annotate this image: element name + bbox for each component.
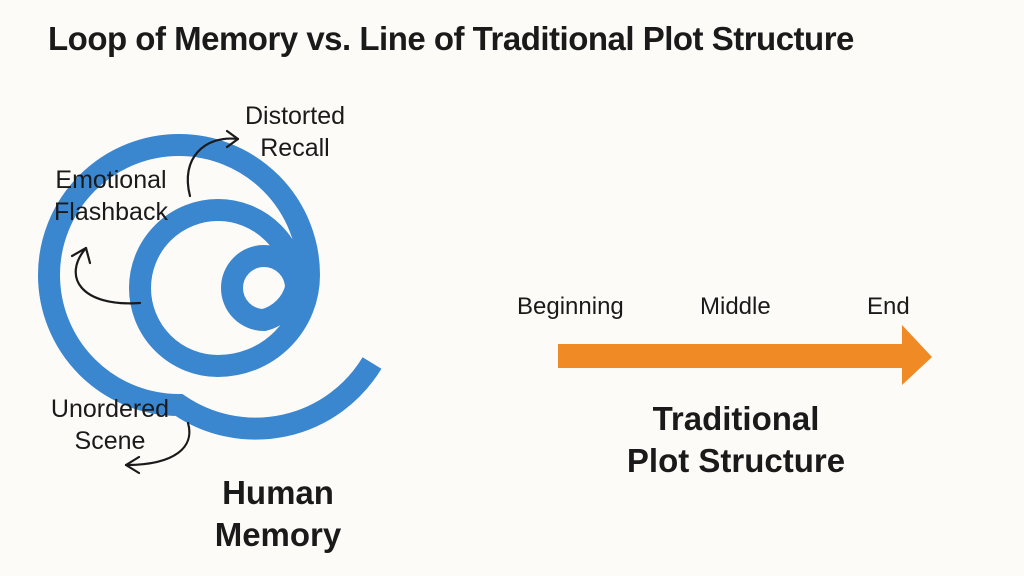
arrow-to-distorted-recall [186,137,240,198]
label-distorted-line1: Distorted [244,102,346,130]
label-unordered-line1: Unordered [50,395,170,423]
arrow-to-emotional-flashback [74,246,142,305]
label-distorted-recall: Distorted Recall [240,100,350,164]
human-memory-line2: Memory [214,516,342,553]
arrowhead-unordered-scene [124,455,141,475]
label-distorted-line2: Recall [260,134,330,162]
memory-spiral [38,134,382,440]
arrowhead-emotional-flashback [70,246,92,265]
label-emotional-line1: Emotional [55,166,167,194]
traditional-plot-caption: Traditional Plot Structure [596,398,876,482]
label-emotional-flashback: Emotional Flashback [40,164,182,228]
label-unordered-line2: Scene [74,427,146,455]
arrow-to-unordered-scene [124,421,191,467]
label-unordered-scene: Unordered Scene [36,393,184,457]
arrowhead-distorted-recall [225,129,240,149]
plot-arrow [558,325,932,385]
traditional-plot-line2: Plot Structure [626,442,846,479]
label-emotional-line2: Flashback [54,198,168,226]
traditional-plot-line1: Traditional [652,400,820,437]
stage-beginning: Beginning [517,293,624,320]
stage-end: End [867,293,910,320]
diagram-title: Loop of Memory vs. Line of Traditional P… [48,20,854,57]
human-memory-line1: Human [222,474,334,511]
human-memory-caption: Human Memory [188,472,368,556]
stage-middle: Middle [700,293,771,320]
